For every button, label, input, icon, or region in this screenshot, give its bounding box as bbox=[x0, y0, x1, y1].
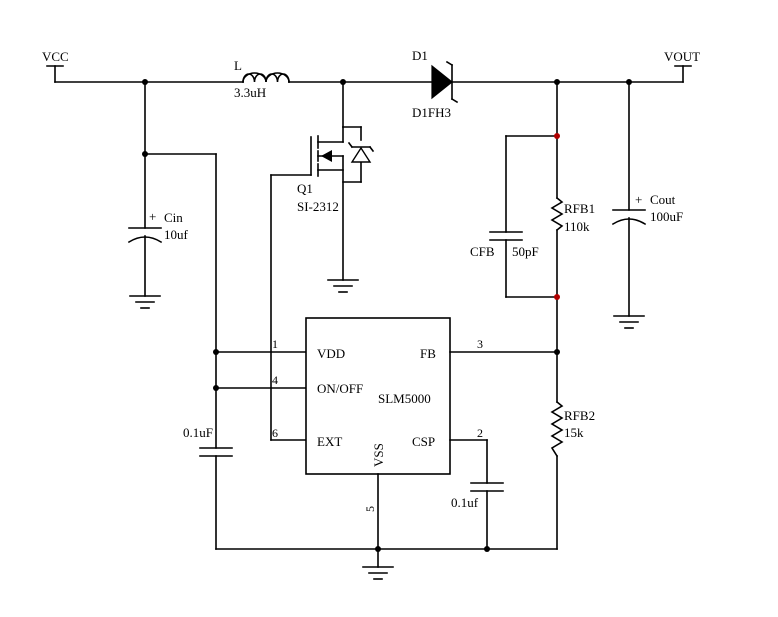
mosfet-q1: Q1 SI-2312 bbox=[270, 81, 375, 293]
pin-number-fb: 3 bbox=[477, 337, 483, 351]
pin-number-vdd: 1 bbox=[272, 337, 278, 351]
junction-dot bbox=[554, 349, 560, 355]
ground-symbol-mosfet bbox=[327, 279, 359, 293]
diode-value: D1FH3 bbox=[412, 105, 451, 120]
junction-dot bbox=[142, 151, 148, 157]
junctions bbox=[142, 79, 632, 552]
junction-dot bbox=[142, 79, 148, 85]
vss-ground bbox=[362, 473, 394, 580]
diode-d1: D1 D1FH3 bbox=[412, 48, 459, 120]
pin-label-onoff: ON/OFF bbox=[317, 381, 363, 396]
csp-capacitor: 0.1uf bbox=[449, 439, 504, 550]
mosfet-ref: Q1 bbox=[297, 181, 313, 196]
pin-label-csp: CSP bbox=[412, 434, 435, 449]
junction-dot bbox=[340, 79, 346, 85]
vout-terminal: VOUT bbox=[664, 49, 700, 83]
junction-dot-highlight bbox=[554, 294, 560, 300]
inductor-ref: L bbox=[234, 58, 242, 73]
cfb-ref: CFB bbox=[470, 244, 495, 259]
cout-branch: + Cout 100uF bbox=[611, 81, 683, 329]
junction-dot bbox=[554, 79, 560, 85]
diode-ref: D1 bbox=[412, 48, 428, 63]
mosfet-value: SI-2312 bbox=[297, 199, 339, 214]
rfb1-ref: RFB1 bbox=[564, 201, 595, 216]
cout-ref: Cout bbox=[650, 192, 676, 207]
junction-dot bbox=[484, 546, 490, 552]
rfb1-value: 110k bbox=[564, 219, 590, 234]
ic-slm5000: VDD ON/OFF EXT FB CSP SLM5000 VSS 1 4 6 … bbox=[272, 317, 483, 512]
cfb-capacitor: CFB 50pF bbox=[470, 135, 558, 298]
pin-number-onoff: 4 bbox=[272, 373, 278, 387]
ic-name: SLM5000 bbox=[378, 391, 431, 406]
pin-label-vss: VSS bbox=[371, 443, 386, 467]
junction-dot-highlight bbox=[554, 133, 560, 139]
ground-symbol-cout bbox=[613, 315, 645, 329]
pin-number-vss: 5 bbox=[363, 506, 377, 512]
c-csp-value: 0.1uf bbox=[451, 495, 479, 510]
ext-drive-wire bbox=[270, 174, 307, 441]
pin-number-ext: 6 bbox=[272, 426, 278, 440]
pin-label-ext: EXT bbox=[317, 434, 342, 449]
cfb-value: 50pF bbox=[512, 244, 539, 259]
inductor-l: L 3.3uH bbox=[234, 58, 290, 100]
vcc-label: VCC bbox=[42, 49, 69, 64]
rfb2-value: 15k bbox=[564, 425, 584, 440]
junction-dot bbox=[213, 349, 219, 355]
feedback-divider: RFB1 110k RFB2 15k bbox=[550, 81, 595, 550]
cin-ref: Cin bbox=[164, 210, 183, 225]
rfb2-ref: RFB2 bbox=[564, 408, 595, 423]
ground-symbol-cin bbox=[129, 295, 161, 309]
junction-dot bbox=[213, 385, 219, 391]
pin-number-csp: 2 bbox=[477, 426, 483, 440]
junction-dot bbox=[375, 546, 381, 552]
pin-label-vdd: VDD bbox=[317, 346, 345, 361]
pin-label-fb: FB bbox=[420, 346, 436, 361]
junction-dot bbox=[626, 79, 632, 85]
vout-label: VOUT bbox=[664, 49, 700, 64]
inductor-value: 3.3uH bbox=[234, 85, 266, 100]
c-vdd-value: 0.1uF bbox=[183, 425, 213, 440]
cin-polarity: + bbox=[149, 209, 156, 224]
cout-polarity: + bbox=[635, 192, 642, 207]
cout-value: 100uF bbox=[650, 209, 683, 224]
cin-value: 10uf bbox=[164, 227, 189, 242]
cin-branch: + Cin 10uf bbox=[127, 81, 217, 309]
vcc-terminal: VCC bbox=[42, 49, 69, 83]
vdd-bus: 0.1uF bbox=[183, 153, 307, 550]
